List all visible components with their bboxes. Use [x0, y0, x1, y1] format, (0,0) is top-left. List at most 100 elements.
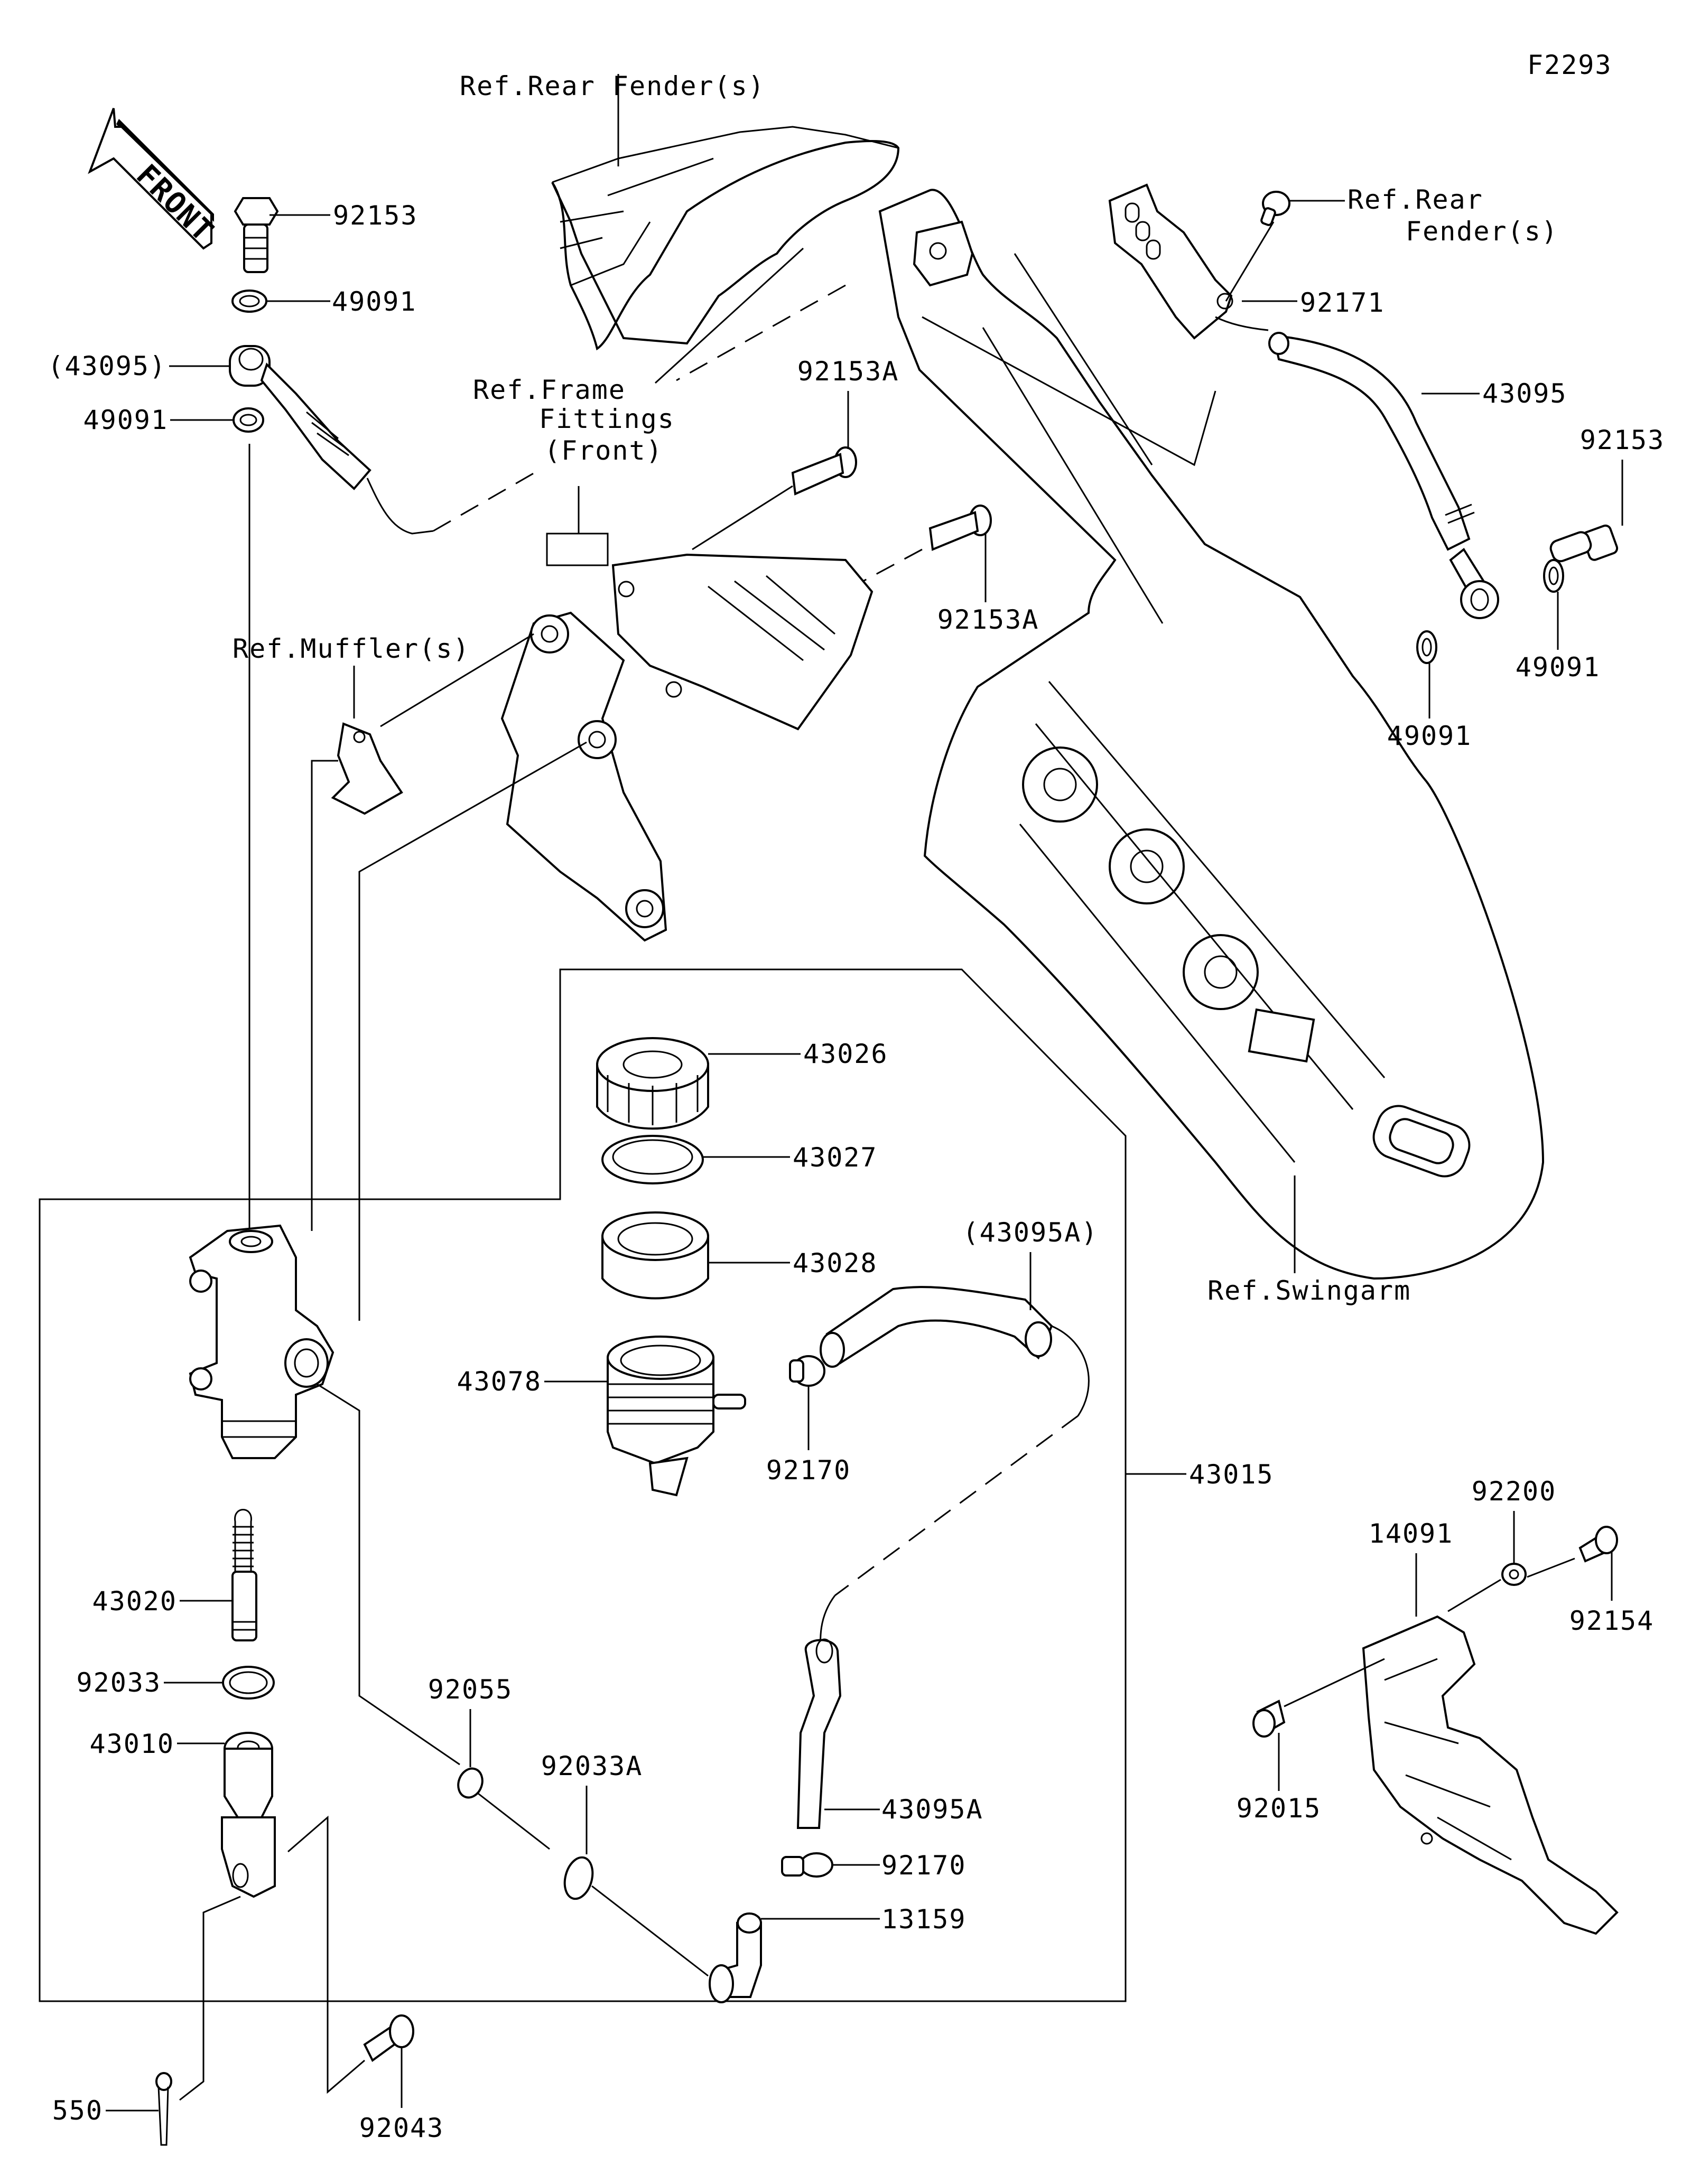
guide-line [982, 327, 1164, 624]
bolt-92153-left [234, 197, 279, 273]
hose-joint-13159 [709, 1912, 762, 2003]
master-cylinder-body [189, 1224, 335, 1459]
guide-line [317, 1383, 460, 1766]
frame-fitting-plate [611, 553, 874, 731]
reservoir-hose-43095A-top [820, 1286, 1053, 1368]
part-label-43078: 43078 [457, 1366, 542, 1397]
part-label-92043: 92043 [359, 2113, 444, 2143]
guide-line [179, 1896, 241, 2101]
washer-49091-right [1543, 559, 1564, 593]
reservoir-tank-43078 [607, 1336, 746, 1497]
part-label-14091: 14091 [1369, 1518, 1454, 1549]
part-label-49091: 49091 [1387, 721, 1472, 751]
ref-frame-label-1: Ref.Frame [473, 375, 626, 405]
dashed-line [433, 469, 540, 532]
part-label-92171: 92171 [1300, 287, 1385, 318]
guide-line [692, 485, 793, 550]
piston-spring-43020 [231, 1509, 257, 1641]
hose-line [1215, 316, 1269, 331]
part-label-43020: 43020 [92, 1586, 177, 1617]
ref-muffler-label: Ref.Muffler(s) [233, 633, 470, 664]
washer-92200 [1501, 1563, 1527, 1586]
dashed-line [834, 1415, 1079, 1597]
part-label-92055: 92055 [428, 1674, 513, 1705]
part-label-92154: 92154 [1569, 1606, 1655, 1636]
part-label-550: 550 [52, 2095, 103, 2126]
part-label-43015: 43015 [1189, 1459, 1274, 1490]
guide-line [380, 633, 534, 727]
part-label-92033A: 92033A [541, 1751, 643, 1781]
part-label-49091: 49091 [1516, 652, 1601, 683]
guide-line [478, 1793, 550, 1850]
bracket-block [913, 220, 974, 287]
part-label-92153: 92153 [333, 200, 418, 231]
part-label-43026: 43026 [803, 1039, 888, 1069]
part-label-43095: 43095 [1482, 378, 1567, 409]
dashed-line [676, 284, 846, 381]
part-label-92200: 92200 [1472, 1476, 1557, 1507]
frame-bracket [500, 611, 667, 942]
front-arrow-icon: FRONT [88, 108, 220, 250]
ref-frame-label-3: (Front) [544, 435, 663, 466]
guide-line [287, 1815, 365, 2094]
clamp-92170-top [789, 1355, 825, 1387]
reservoir-cap-43026 [596, 1037, 709, 1130]
reservoir-hose-43095A-bottom [796, 1638, 842, 1829]
hose-line [1051, 1325, 1090, 1416]
bolt-92153-right [1549, 524, 1619, 563]
bolt-92154 [1578, 1526, 1618, 1563]
guide-line [922, 253, 1216, 466]
diaphragm-plate-43027 [601, 1135, 704, 1184]
guide-line [358, 741, 587, 1321]
part-label-92153A: 92153A [937, 604, 1039, 635]
diaphragm-43028 [601, 1211, 709, 1300]
washer-49091-top [231, 290, 267, 313]
part-label-43010: 43010 [89, 1729, 174, 1759]
clamp-92170-bottom [781, 1852, 833, 1878]
hose-bracket-92171 [1108, 183, 1233, 340]
bolt-92153A-mid [928, 505, 992, 551]
part-label-92153: 92153 [1580, 425, 1665, 455]
part-label-43027: 43027 [793, 1142, 878, 1173]
brake-hose-43095 [1268, 332, 1499, 619]
o-ring-92055 [457, 1767, 484, 1799]
push-rod-43010 [221, 1732, 276, 1898]
ref-frame-label-2: Fittings [539, 404, 675, 434]
snap-ring-92033 [222, 1666, 275, 1700]
part-label-92170: 92170 [881, 1850, 967, 1881]
guide-line [1284, 1658, 1385, 1707]
figure-code: F2293 [1527, 50, 1612, 80]
cotter-pin-550 [155, 2072, 172, 2146]
bolt-92153A-top [791, 446, 857, 496]
part-label-49091: 49091 [332, 286, 417, 317]
bracket-line [546, 533, 609, 566]
guide-line [1447, 1579, 1501, 1612]
part-label-49091: 49091 [83, 405, 168, 435]
part-label-92033: 92033 [76, 1667, 161, 1698]
chain-guard-14091 [1362, 1615, 1619, 1935]
front-label: FRONT [129, 158, 220, 249]
swingarm-part [878, 189, 1545, 1280]
ref-rear-fender-right-label-1: Ref.Rear [1348, 184, 1483, 215]
guide-line [591, 1885, 709, 1977]
hose-line [366, 478, 434, 535]
assembly-box [39, 968, 1127, 2002]
part-label-92170: 92170 [766, 1455, 851, 1486]
washer-49091-left [233, 407, 264, 433]
collar-92015 [1252, 1700, 1286, 1738]
rear-fender-part [551, 126, 900, 351]
part-label-43095A: 43095A [881, 1794, 983, 1825]
ref-rear-fender-right-label-2: Fender(s) [1406, 216, 1558, 247]
part-label-13159: 13159 [881, 1904, 967, 1935]
part-label-43095-paren: (43095) [48, 351, 166, 381]
screw-ref-rear-fender [1260, 191, 1290, 226]
part-label-43095A-paren: (43095A) [963, 1217, 1099, 1248]
snap-ring-92033A [563, 1856, 594, 1900]
pin-92043 [363, 2014, 414, 2062]
leader-line [654, 247, 804, 384]
ref-rear-fender-label: Ref.Rear Fender(s) [460, 71, 765, 101]
guide-line [311, 760, 338, 1231]
part-label-43028: 43028 [793, 1248, 878, 1278]
washer-49091-lower [1416, 630, 1437, 664]
